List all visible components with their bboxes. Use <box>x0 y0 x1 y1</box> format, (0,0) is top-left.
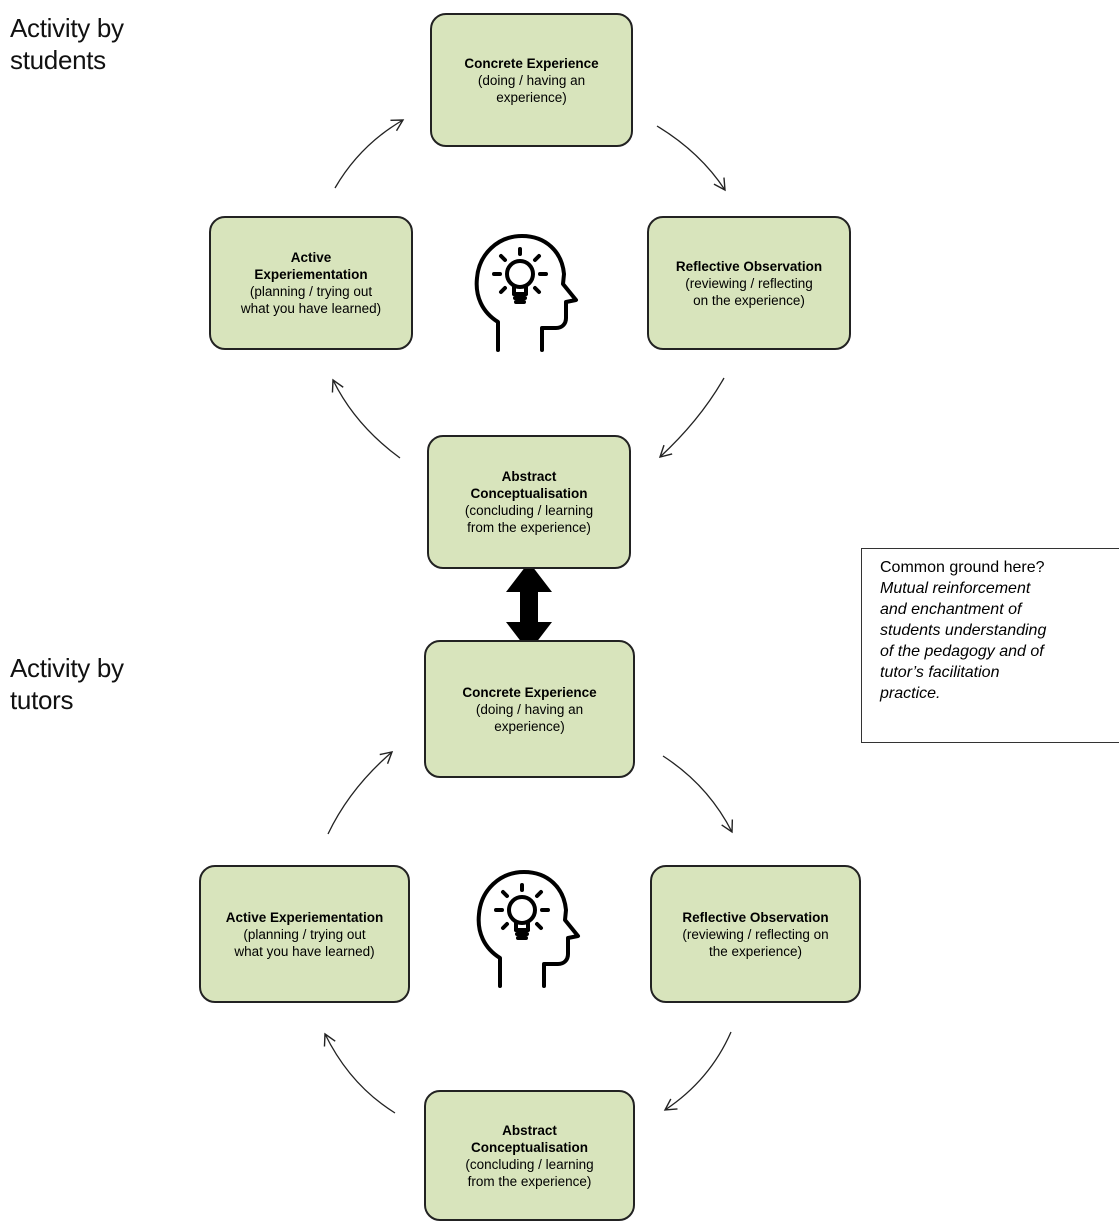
tutors-active-experimentation: Active Experiementation (planning / tryi… <box>199 865 410 1003</box>
arrow-concrete-to-reflective <box>656 125 726 192</box>
arrow-reflective-to-abstract <box>663 1031 732 1111</box>
students-reflective-observation: Reflective Observation (reviewing / refl… <box>647 216 851 350</box>
note-body: Mutual reinforcement and enchantment of … <box>880 580 1047 702</box>
arrow-active-to-concrete <box>334 119 405 189</box>
arrow-active-to-concrete <box>327 751 394 835</box>
students-abstract-conceptualisation: Abstract Conceptualisation (concluding /… <box>427 435 631 569</box>
common-ground-note: Common ground here? Mutual reinforcement… <box>861 548 1119 743</box>
head-lightbulb-icon <box>474 234 578 352</box>
students-concrete-experience: Concrete Experience (doing / having an e… <box>430 13 633 147</box>
tutors-abstract-conceptualisation: Abstract Conceptualisation (concluding /… <box>424 1090 635 1221</box>
arrow-abstract-to-active <box>323 1032 396 1114</box>
tutors-reflective-observation: Reflective Observation (reviewing / refl… <box>650 865 861 1003</box>
tutors-section-title: Activity by tutors <box>10 653 124 715</box>
arrow-abstract-to-active <box>331 378 401 459</box>
head-lightbulb-icon <box>476 870 580 988</box>
tutors-concrete-experience: Concrete Experience (doing / having an e… <box>424 640 635 778</box>
double-arrow-icon <box>506 562 552 652</box>
students-active-experimentation: Active Experiementation (planning / tryi… <box>209 216 413 350</box>
arrow-concrete-to-reflective <box>662 755 734 834</box>
arrow-reflective-to-abstract <box>658 377 725 458</box>
students-section-title: Activity by students <box>10 13 124 75</box>
note-heading: Common ground here? <box>880 559 1045 576</box>
